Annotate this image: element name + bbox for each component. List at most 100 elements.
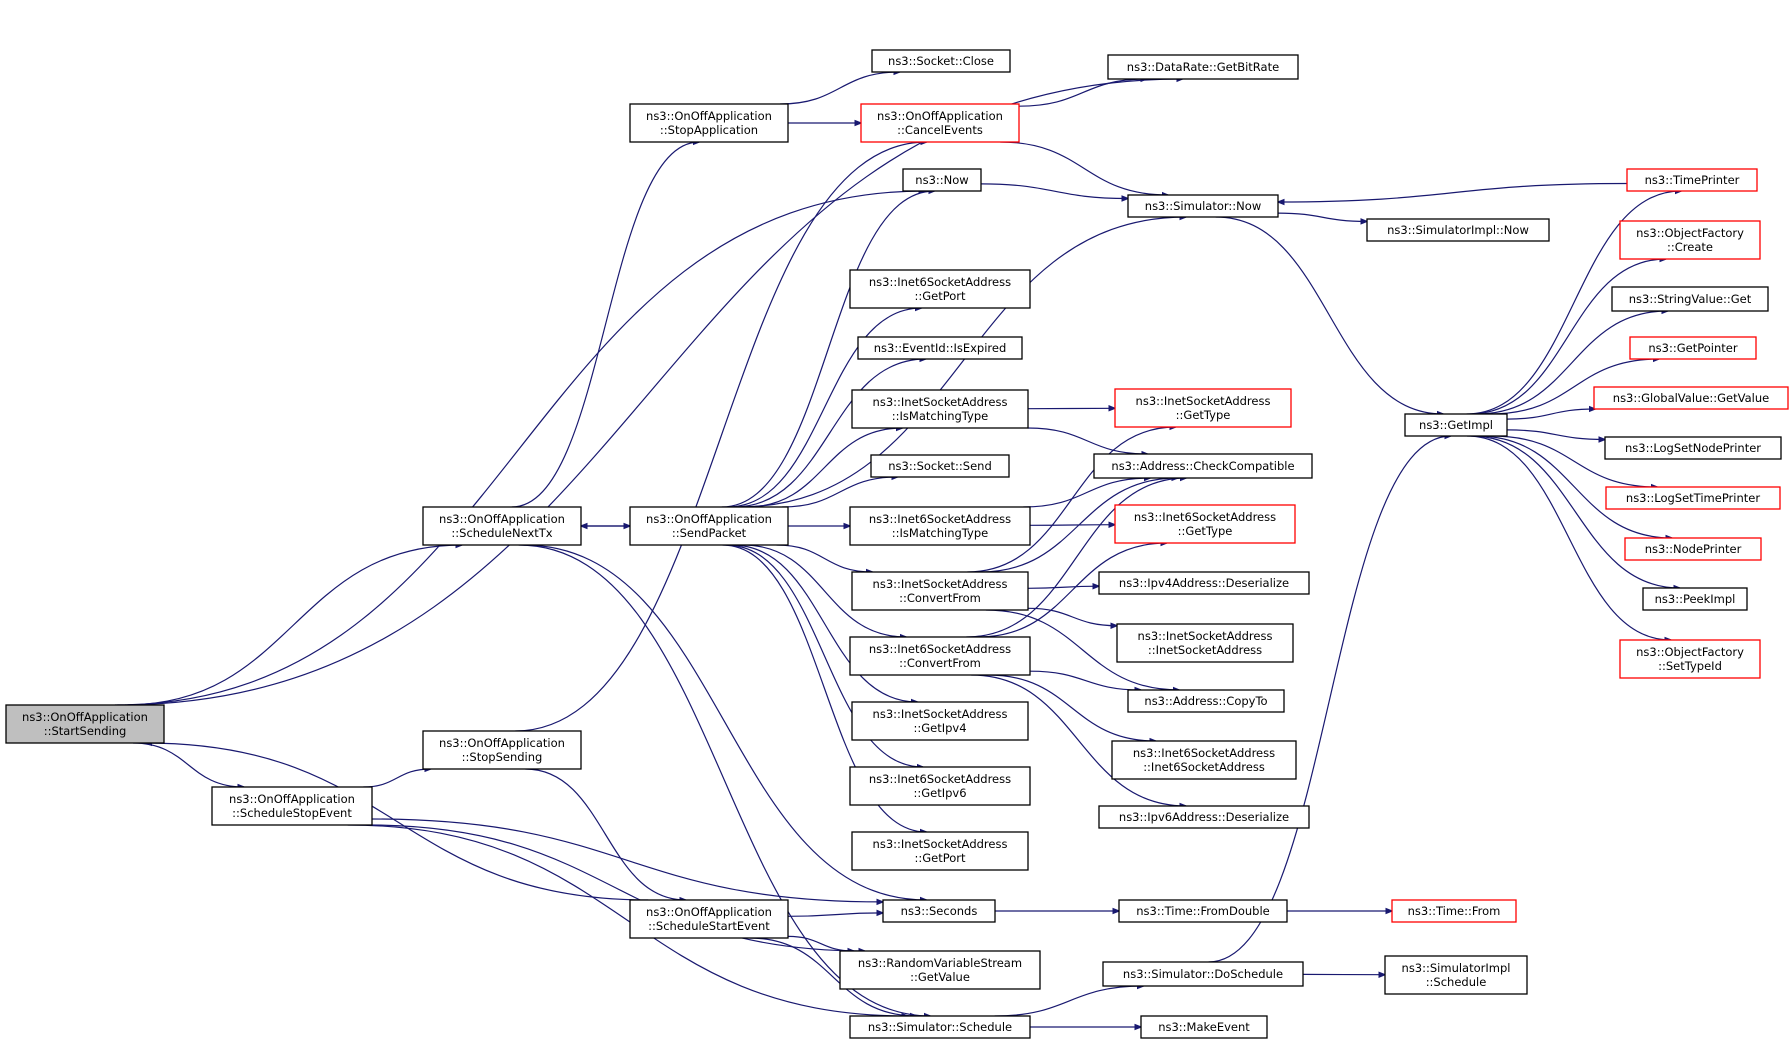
- node-label: ns3::Inet6SocketAddress: [869, 512, 1011, 526]
- node-simulator-now[interactable]: ns3::Simulator::Now: [1127, 194, 1279, 218]
- node-label: ns3::InetSocketAddress: [873, 837, 1008, 851]
- node-time-printer[interactable]: ns3::TimePrinter: [1626, 168, 1758, 192]
- node-label: ::Inet6SocketAddress: [1143, 760, 1265, 774]
- node-inet-convertfrom[interactable]: ns3::InetSocketAddress::ConvertFrom: [851, 571, 1029, 611]
- node-rvs-getvalue[interactable]: ns3::RandomVariableStream::GetValue: [839, 950, 1041, 990]
- node-start-sending[interactable]: ns3::OnOffApplication::StartSending: [5, 704, 165, 744]
- node-inet-getport[interactable]: ns3::InetSocketAddress::GetPort: [851, 831, 1029, 871]
- node-inet6-getipv6[interactable]: ns3::Inet6SocketAddress::GetIpv6: [849, 766, 1031, 806]
- node-simimpl-now[interactable]: ns3::SimulatorImpl::Now: [1366, 218, 1550, 242]
- node-label: ns3::Inet6SocketAddress: [869, 642, 1011, 656]
- node-inet-ismatchingtype[interactable]: ns3::InetSocketAddress::IsMatchingType: [851, 389, 1029, 429]
- edge-inet6_convertfrom-to-inet6_ctor: [988, 674, 1156, 741]
- node-now[interactable]: ns3::Now: [902, 168, 982, 192]
- node-log-set-node-printer[interactable]: ns3::LogSetNodePrinter: [1604, 436, 1782, 460]
- node-stringvalue-get[interactable]: ns3::StringValue::Get: [1611, 286, 1769, 312]
- node-box: [1611, 286, 1769, 312]
- node-get-pointer[interactable]: ns3::GetPointer: [1629, 336, 1757, 360]
- node-box: [1605, 486, 1781, 510]
- node-label: ns3::NodePrinter: [1645, 542, 1742, 556]
- node-inet-ctor[interactable]: ns3::InetSocketAddress::InetSocketAddres…: [1116, 623, 1294, 663]
- edge-stop_sending-to-schedule_start_event: [525, 768, 685, 900]
- node-peek-impl[interactable]: ns3::PeekImpl: [1642, 587, 1748, 611]
- node-box: [871, 49, 1011, 73]
- node-seconds[interactable]: ns3::Seconds: [882, 899, 996, 923]
- node-label: ns3::Socket::Close: [888, 54, 994, 68]
- node-box: [860, 103, 1020, 143]
- node-box: [851, 571, 1029, 611]
- edge-inet_convertfrom-to-inet_ctor: [1027, 607, 1117, 625]
- node-box: [1619, 220, 1761, 260]
- node-eventid-isexpired[interactable]: ns3::EventId::IsExpired: [857, 336, 1023, 360]
- node-label: ns3::OnOffApplication: [646, 109, 772, 123]
- node-box: [1384, 955, 1528, 995]
- node-inet-getipv4[interactable]: ns3::InetSocketAddress::GetIpv4: [851, 701, 1029, 741]
- edge-time_printer-to-simulator_now: [1278, 182, 1628, 203]
- edge-inet6_ismatchingtype-to-address_checkcompatible: [1023, 478, 1150, 508]
- node-make-event[interactable]: ns3::MakeEvent: [1140, 1015, 1268, 1039]
- edge-schedule_start_event-to-seconds: [787, 913, 883, 917]
- node-box: [1366, 218, 1550, 242]
- node-label: ns3::ObjectFactory: [1636, 645, 1744, 659]
- node-stop-sending[interactable]: ns3::OnOffApplication::StopSending: [422, 730, 582, 770]
- node-box: [851, 831, 1029, 871]
- node-inet6-getport[interactable]: ns3::Inet6SocketAddress::GetPort: [849, 269, 1031, 309]
- node-inet6-gettype[interactable]: ns3::Inet6SocketAddress::GetType: [1114, 504, 1296, 544]
- node-inet6-convertfrom[interactable]: ns3::Inet6SocketAddress::ConvertFrom: [849, 636, 1031, 676]
- node-box: [422, 506, 582, 546]
- edge-start_sending-to-now: [114, 191, 925, 706]
- node-time-fromdouble[interactable]: ns3::Time::FromDouble: [1118, 899, 1288, 923]
- node-globalvalue-getvalue[interactable]: ns3::GlobalValue::GetValue: [1593, 386, 1789, 410]
- node-socket-close[interactable]: ns3::Socket::Close: [871, 49, 1011, 73]
- node-label: ::Create: [1667, 240, 1713, 254]
- node-label: ns3::Address::CheckCompatible: [1111, 459, 1294, 473]
- node-objfactory-settypeid[interactable]: ns3::ObjectFactory::SetTypeId: [1619, 639, 1761, 679]
- node-label: ns3::Inet6SocketAddress: [869, 772, 1011, 786]
- node-ipv4-deserialize[interactable]: ns3::Ipv4Address::Deserialize: [1098, 571, 1310, 595]
- node-cancel-events[interactable]: ns3::OnOffApplication::CancelEvents: [860, 103, 1020, 143]
- node-socket-send[interactable]: ns3::Socket::Send: [870, 454, 1010, 478]
- node-ipv6-deserialize[interactable]: ns3::Ipv6Address::Deserialize: [1098, 805, 1310, 829]
- node-objfactory-create[interactable]: ns3::ObjectFactory::Create: [1619, 220, 1761, 260]
- node-address-checkcompatible[interactable]: ns3::Address::CheckCompatible: [1093, 453, 1313, 479]
- node-label: ::ConvertFrom: [899, 591, 981, 605]
- node-address-copyto[interactable]: ns3::Address::CopyTo: [1127, 689, 1285, 713]
- node-box: [1391, 899, 1517, 923]
- edge-schedule_next_tx-to-stop_application: [511, 142, 699, 508]
- node-box: [1114, 504, 1296, 544]
- node-inet6-ctor[interactable]: ns3::Inet6SocketAddress::Inet6SocketAddr…: [1111, 740, 1297, 780]
- node-box: [1098, 805, 1310, 829]
- node-inet-gettype[interactable]: ns3::InetSocketAddress::GetType: [1114, 388, 1292, 428]
- node-inet6-ismatchingtype[interactable]: ns3::Inet6SocketAddress::IsMatchingType: [849, 506, 1031, 546]
- edge-inet6_convertfrom-to-address_checkcompatible: [966, 478, 1186, 638]
- node-stop-application[interactable]: ns3::OnOffApplication::StopApplication: [629, 103, 789, 143]
- node-box: [1619, 639, 1761, 679]
- node-box: [1140, 1015, 1268, 1039]
- node-simimpl-schedule[interactable]: ns3::SimulatorImpl::Schedule: [1384, 955, 1528, 995]
- node-label: ns3::Simulator::Now: [1145, 199, 1261, 213]
- edge-send_packet-to-inet6_getipv6: [725, 544, 923, 767]
- node-log-set-time-printer[interactable]: ns3::LogSetTimePrinter: [1605, 486, 1781, 510]
- node-label: ::GetValue: [910, 970, 970, 984]
- node-label: ns3::Inet6SocketAddress: [869, 275, 1011, 289]
- node-simulator-schedule[interactable]: ns3::Simulator::Schedule: [849, 1015, 1031, 1039]
- node-box: [851, 701, 1029, 741]
- edge-stop_application-to-socket_close: [780, 72, 900, 105]
- node-box: [1404, 413, 1508, 437]
- node-label: ::IsMatchingType: [892, 526, 988, 540]
- node-simulator-doschedule[interactable]: ns3::Simulator::DoSchedule: [1102, 961, 1304, 987]
- node-node-printer[interactable]: ns3::NodePrinter: [1624, 537, 1762, 561]
- node-get-impl[interactable]: ns3::GetImpl: [1404, 413, 1508, 437]
- node-label: ::GetType: [1178, 524, 1233, 538]
- node-box: [1127, 689, 1285, 713]
- node-schedule-start-event[interactable]: ns3::OnOffApplication::ScheduleStartEven…: [629, 899, 789, 939]
- node-schedule-stop-event[interactable]: ns3::OnOffApplication::ScheduleStopEvent: [211, 786, 373, 826]
- node-send-packet[interactable]: ns3::OnOffApplication::SendPacket: [629, 506, 789, 546]
- node-time-from[interactable]: ns3::Time::From: [1391, 899, 1517, 923]
- node-schedule-next-tx[interactable]: ns3::OnOffApplication::ScheduleNextTx: [422, 506, 582, 546]
- node-datarate-getbitrate[interactable]: ns3::DataRate::GetBitRate: [1107, 54, 1299, 80]
- node-label: ns3::Time::FromDouble: [1136, 904, 1269, 918]
- call-edges: [114, 72, 1682, 1027]
- node-label: ::ScheduleNextTx: [451, 526, 552, 540]
- edge-schedule_stop_event-to-seconds: [371, 818, 883, 902]
